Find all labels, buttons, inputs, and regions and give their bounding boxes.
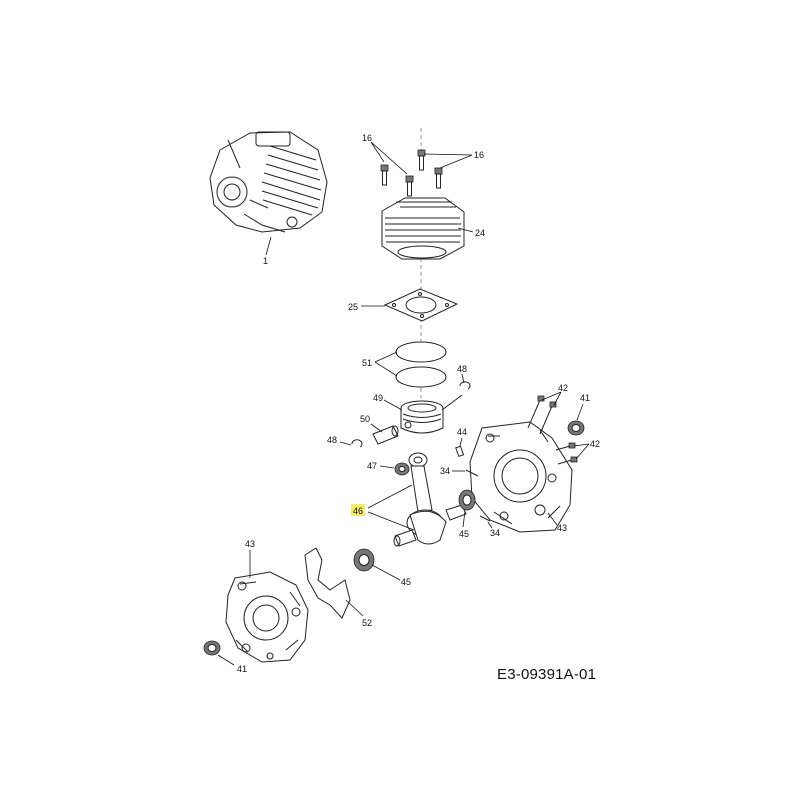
callout-gasket-cylinder: 25: [348, 302, 358, 312]
bolt-2: [405, 175, 414, 197]
dowel-pin-44: 44: [455, 427, 467, 458]
callout-crankshaft: 46: [353, 506, 363, 516]
cylinder-bolts: 16 16: [362, 133, 484, 197]
dowel-34-lower: 34: [479, 515, 500, 538]
callout-dowel-b: 34: [490, 528, 500, 538]
callout-needle-bearing: 47: [367, 461, 377, 471]
needle-bearing: 47: [367, 461, 410, 476]
callout-cylinder: 24: [475, 228, 485, 238]
dowel-34-upper: 34: [440, 466, 479, 477]
bolt-1: [380, 164, 389, 186]
callout-dowel-a: 34: [440, 466, 450, 476]
callout-screws-top: 42: [558, 383, 568, 393]
crankcase-left-half: 43: [225, 539, 309, 663]
callout-seal-left: 41: [237, 664, 247, 674]
main-bearing-right: 45: [458, 489, 476, 539]
callout-highlight: [351, 504, 365, 516]
main-bearing-left: 45: [353, 548, 411, 587]
callout-crankcase-right: 43: [557, 523, 567, 533]
crankcase-screws-top: 42: [527, 383, 568, 435]
callout-bolt-right: 16: [474, 150, 484, 160]
piston-pin-clip-right: 48: [457, 364, 471, 390]
callout-gasket-crankcase: 52: [362, 618, 372, 628]
callout-bolt-left: 16: [362, 133, 372, 143]
cylinder: 24: [381, 197, 485, 260]
callout-dowel-top: 44: [457, 427, 467, 437]
bolt-4: [434, 167, 443, 189]
callout-seal-right: 41: [580, 393, 590, 403]
crankcase-right-half: 43: [469, 421, 573, 533]
callout-screws-side: 42: [590, 439, 600, 449]
oil-seal-left: 41: [203, 640, 247, 674]
crankcase-screws-side: 42: [555, 439, 600, 465]
callout-clip-top: 48: [457, 364, 467, 374]
callout-piston: 49: [373, 393, 383, 403]
piston-pin: 50: [360, 414, 399, 445]
callout-bearing-right: 45: [459, 529, 469, 539]
crankshaft-assembly: 46: [351, 452, 467, 547]
oil-seal-right: 41: [567, 393, 590, 436]
piston: 49: [373, 393, 463, 434]
callout-bearing-left: 45: [401, 577, 411, 587]
bolt-3: [417, 149, 426, 171]
piston-pin-clip-left: 48: [327, 435, 363, 448]
callout-engine: 1: [263, 256, 268, 266]
crankcase-gasket: 52: [304, 547, 372, 628]
engine-assembly: 1: [209, 131, 328, 266]
callout-crankcase-left: 43: [245, 539, 255, 549]
cylinder-gasket: 25: [348, 288, 459, 322]
piston-rings: 51: [362, 341, 447, 388]
callout-piston-rings: 51: [362, 358, 372, 368]
diagram-reference-code: E3-09391A-01: [497, 666, 597, 683]
callout-piston-pin: 50: [360, 414, 370, 424]
callout-clip-left: 48: [327, 435, 337, 445]
